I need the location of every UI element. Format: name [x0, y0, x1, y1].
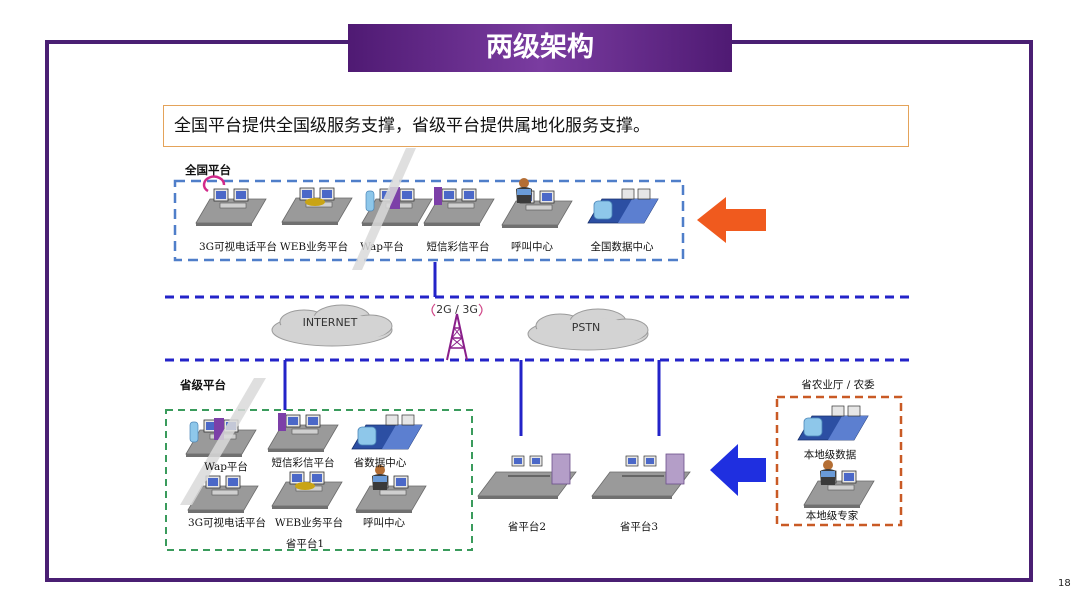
- provincial-item-label: 3G可视电话平台: [188, 516, 266, 529]
- national-device-wap: [361, 187, 433, 227]
- provincial-device-call-center: [355, 465, 427, 514]
- national-item-label: WEB业务平台: [280, 240, 348, 253]
- mobile-tower: [431, 303, 483, 361]
- national-device-data-center: [587, 188, 659, 224]
- arrow-blue: [710, 444, 766, 496]
- firewall-provincial: [180, 378, 266, 505]
- provincial-platform-2-label: 省平台2: [508, 520, 546, 533]
- provincial-item-label: 短信彩信平台: [272, 456, 335, 469]
- provincial-platform-header: 省级平台: [179, 378, 226, 392]
- provincial-device-web: [271, 471, 343, 510]
- page-number: 18: [1058, 578, 1071, 589]
- provincial-item-label: 呼叫中心: [363, 516, 405, 529]
- provincial-group-label: 省平台1: [286, 537, 324, 550]
- provincial-platform-box: [165, 409, 473, 551]
- provincial-platform-3: [591, 453, 691, 499]
- provincial-device-data-center: [351, 414, 423, 450]
- arrow-orange: [697, 197, 766, 243]
- local-device-data: [797, 405, 869, 441]
- national-device-sms-mms: [423, 187, 495, 227]
- provincial-item-label: WEB业务平台: [275, 516, 343, 529]
- provincial-item-label: Wap平台: [204, 460, 248, 473]
- provincial-item-label: 省数据中心: [354, 456, 407, 469]
- national-item-label: 呼叫中心: [511, 240, 553, 253]
- national-item-label: 全国数据中心: [591, 240, 654, 253]
- national-device-3g-video: [195, 175, 267, 227]
- provincial-device-sms-mms: [267, 413, 339, 453]
- local-header: 省农业厅 / 农委: [801, 378, 875, 391]
- provincial-platform-2: [477, 453, 577, 499]
- national-platform-box: [173, 179, 685, 262]
- provincial-device-wap: [185, 418, 257, 458]
- national-device-web: [281, 187, 353, 226]
- local-item-label: 本地级数据: [804, 448, 857, 461]
- national-device-call-center: [501, 178, 573, 229]
- internet-label: INTERNET: [303, 316, 358, 329]
- national-platform-header: 全国平台: [184, 163, 231, 177]
- national-item-label: 短信彩信平台: [427, 240, 490, 253]
- mobile-label: 2G / 3G: [436, 303, 478, 316]
- national-item-label: 3G可视电话平台: [199, 240, 277, 253]
- subtitle-box: 全国平台提供全国级服务支撑，省级平台提供属地化服务支撑。: [163, 105, 909, 147]
- provincial-platform-3-label: 省平台3: [620, 520, 658, 533]
- local-box: [775, 395, 903, 527]
- local-item-label: 本地级专家: [806, 509, 859, 522]
- pstn-label: PSTN: [572, 321, 601, 334]
- firewall-national: [352, 148, 416, 270]
- slide-title: 两级架构: [348, 24, 732, 72]
- local-device-expert: [803, 460, 875, 509]
